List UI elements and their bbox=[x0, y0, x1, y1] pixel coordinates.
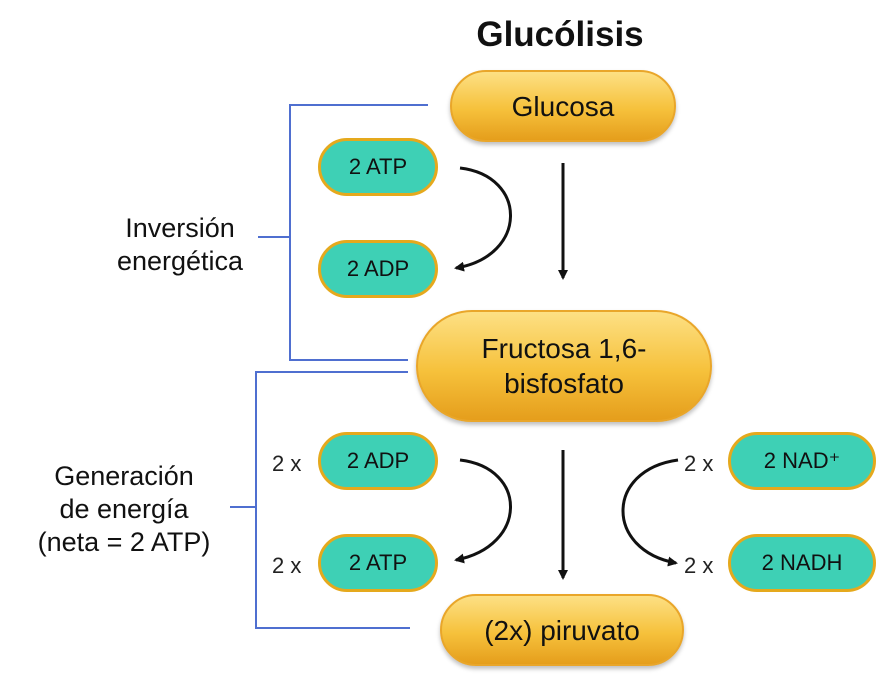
multiplier-adp: 2 x bbox=[272, 451, 302, 476]
cofactor-nad: 2 NAD⁺ bbox=[728, 432, 876, 490]
arrow-adp-to-atp bbox=[454, 458, 512, 564]
cofactor-adp-in: 2 ADP bbox=[318, 432, 438, 490]
bracket-investment bbox=[258, 104, 428, 361]
label-investment-line1: Inversión bbox=[125, 213, 235, 243]
cofactor-atp-out: 2 ATP bbox=[318, 534, 438, 592]
label-generation-line3: (neta = 2 ATP) bbox=[37, 526, 211, 557]
arrow-nad-to-nadh bbox=[621, 458, 679, 567]
cofactor-adp-out: 2 ADP bbox=[318, 240, 438, 298]
cofactor-nadh: 2 NADH bbox=[728, 534, 876, 592]
multiplier-nad: 2 x bbox=[684, 451, 714, 476]
node-fructose-bisphosphate: Fructosa 1,6- bisfosfato bbox=[416, 310, 712, 422]
multiplier-nadh: 2 x bbox=[684, 553, 714, 578]
label-investment: Inversión energética bbox=[95, 212, 265, 278]
cofactor-atp-in: 2 ATP bbox=[318, 138, 438, 196]
label-generation: Generación de energía (neta = 2 ATP) bbox=[10, 460, 238, 559]
label-investment-line2: energética bbox=[116, 245, 244, 276]
multiplier-atp: 2 x bbox=[272, 553, 302, 578]
arrow-atp-to-adp bbox=[454, 166, 512, 272]
diagram-title: Glucólisis bbox=[476, 15, 644, 54]
node-pyruvate: (2x) piruvato bbox=[440, 594, 684, 666]
label-generation-line1: Generación bbox=[54, 461, 194, 491]
node-glucose: Glucosa bbox=[450, 70, 676, 142]
node-fructose-line1: Fructosa 1,6- bbox=[481, 333, 647, 364]
bracket-generation bbox=[230, 371, 410, 629]
node-fructose-line2: bisfosfato bbox=[504, 368, 624, 399]
label-generation-line2: de energía bbox=[59, 493, 189, 524]
